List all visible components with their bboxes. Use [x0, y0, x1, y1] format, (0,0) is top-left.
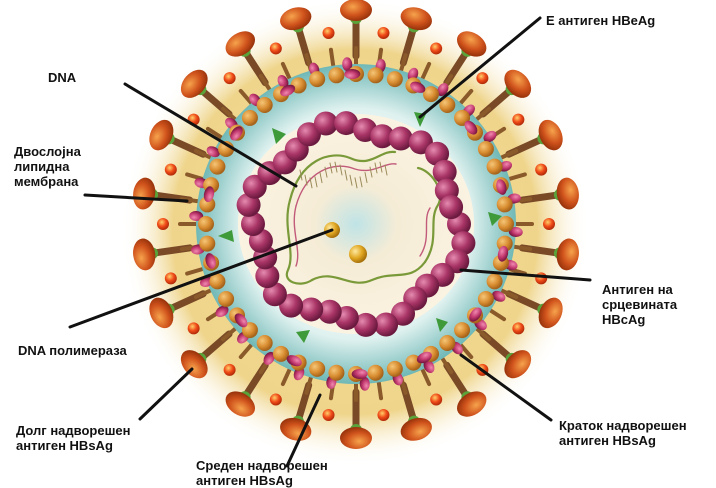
label-dna: DNA: [48, 70, 76, 85]
membrane-bead: [478, 141, 494, 157]
membrane-bead: [257, 335, 273, 351]
label-middle-hbsag: Среден надворешен антиген HBsAg: [196, 458, 328, 488]
surface-bud: [535, 272, 547, 284]
leader-long-hbsag: [140, 369, 192, 419]
label-middle-line-2: антиген HBsAg: [196, 473, 328, 488]
label-core-line-1: Антиген на: [602, 282, 677, 297]
membrane-bead: [273, 346, 289, 362]
label-dna-text: DNA: [48, 70, 76, 85]
membrane-bead: [328, 365, 344, 381]
surface-bud: [377, 27, 389, 39]
membrane-bead: [199, 236, 215, 252]
surface-bud: [543, 218, 555, 230]
label-short-hbsag: Краток надворешен антиген HBsAg: [559, 418, 687, 448]
surface-bud: [224, 72, 236, 84]
surface-bud: [165, 272, 177, 284]
label-lipid-membrane: Двослојна липидна мембрана: [14, 144, 81, 189]
capsid-bead: [389, 127, 413, 151]
surface-spike: [340, 427, 372, 449]
label-polymerase: DNA полимераза: [18, 343, 127, 358]
membrane-stalk: [331, 50, 334, 68]
surface-bud: [157, 218, 169, 230]
label-polymerase-text: DNA полимераза: [18, 343, 127, 358]
membrane-bead: [309, 361, 325, 377]
label-long-hbsag: Долг надворешен антиген HBsAg: [16, 423, 131, 453]
membrane-bead: [498, 216, 514, 232]
surface-bud: [377, 409, 389, 421]
surface-bud: [512, 114, 524, 126]
membrane-bead: [209, 159, 225, 175]
membrane-bead: [487, 159, 503, 175]
surface-bud: [323, 27, 335, 39]
surface-bud: [165, 164, 177, 176]
membrane-bead: [423, 86, 439, 102]
membrane-bead: [487, 273, 503, 289]
label-middle-line-1: Среден надворешен: [196, 458, 328, 473]
label-long-line-1: Долг надворешен: [16, 423, 131, 438]
surface-bud: [512, 322, 524, 334]
label-short-line-1: Краток надворешен: [559, 418, 687, 433]
membrane-bead: [198, 216, 214, 232]
label-e-antigen: Е антиген HBeAg: [546, 13, 655, 28]
surface-bud: [323, 409, 335, 421]
primer-sphere: [349, 245, 367, 263]
surface-bud: [270, 394, 282, 406]
label-long-line-2: антиген HBsAg: [16, 438, 131, 453]
label-short-line-2: антиген HBsAg: [559, 433, 687, 448]
surface-bud: [430, 394, 442, 406]
membrane-bead: [257, 97, 273, 113]
surface-spike: [340, 0, 372, 21]
membrane-bead: [387, 71, 403, 87]
membrane-stalk: [378, 380, 381, 398]
label-lipid-line-3: мембрана: [14, 174, 81, 189]
surface-bud: [224, 364, 236, 376]
label-lipid-line-2: липидна: [14, 159, 81, 174]
label-lipid-line-1: Двослојна: [14, 144, 81, 159]
surface-bud: [535, 164, 547, 176]
surface-bud: [430, 42, 442, 54]
membrane-bead: [242, 110, 258, 126]
capsid-bead: [439, 195, 463, 219]
membrane-stalk: [512, 246, 530, 249]
membrane-bead: [478, 291, 494, 307]
membrane-bead: [368, 67, 384, 83]
membrane-bead: [368, 365, 384, 381]
surface-bud: [188, 322, 200, 334]
label-core-antigen: Антиген на срцевината HBcAg: [602, 282, 677, 327]
label-e-antigen-text: Е антиген HBeAg: [546, 13, 655, 28]
membrane-bead: [497, 196, 513, 212]
membrane-bead: [309, 71, 325, 87]
label-core-line-3: HBcAg: [602, 312, 677, 327]
surface-bud: [476, 72, 488, 84]
capsid-bead: [299, 297, 323, 321]
label-core-line-2: срцевината: [602, 297, 677, 312]
membrane-bead: [439, 335, 455, 351]
membrane-bead: [328, 67, 344, 83]
membrane-bead: [454, 322, 470, 338]
surface-bud: [270, 42, 282, 54]
membrane-bead: [387, 361, 403, 377]
membrane-bead: [218, 291, 234, 307]
